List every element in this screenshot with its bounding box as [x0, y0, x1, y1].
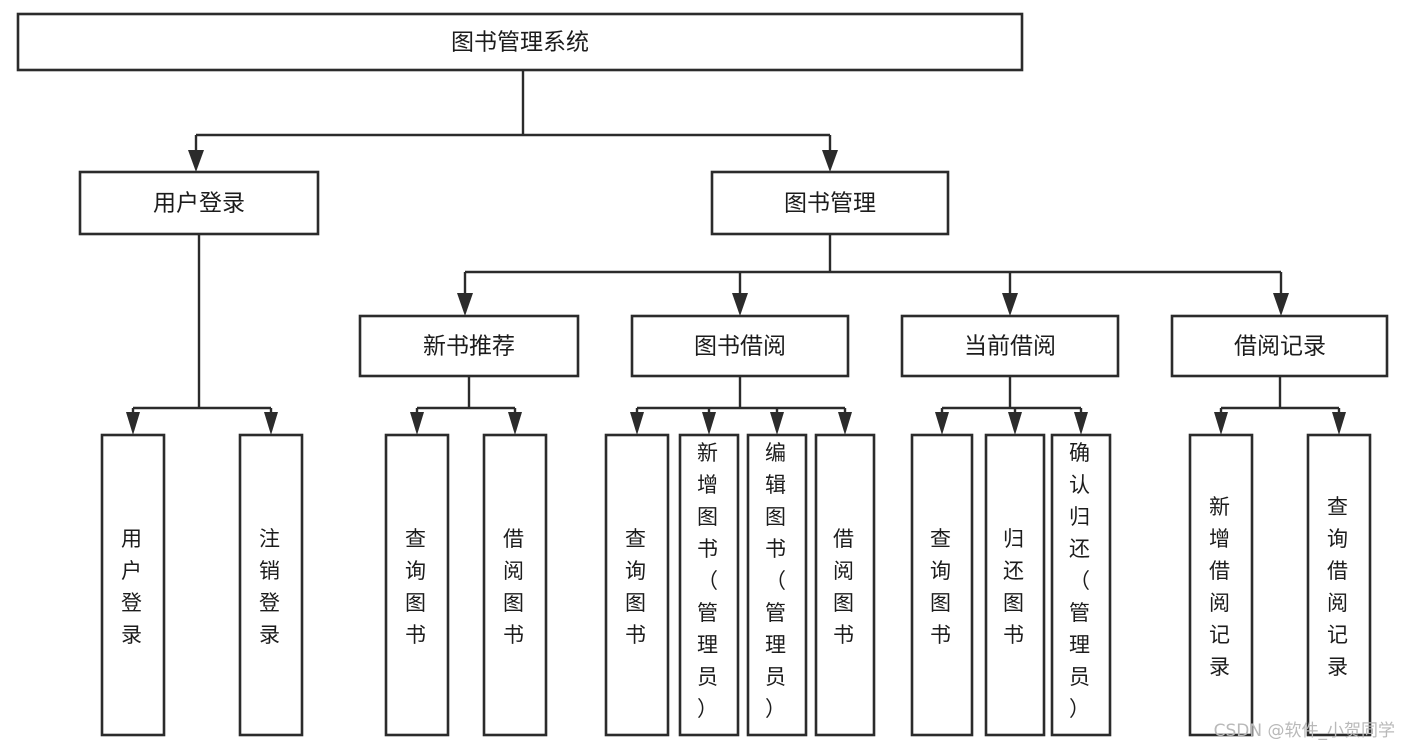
node-current-borrow-box[interactable]: [900, 314, 1120, 378]
watermark-label: CSDN @软件_小贺同学: [1213, 721, 1395, 741]
node-leaf-user-login[interactable]: 用户登录: [100, 433, 166, 737]
arrow-head-book-borrow: [732, 293, 748, 316]
node-leaf-edit-book-box[interactable]: [746, 433, 808, 737]
node-leaf-confirm-return-box[interactable]: [1050, 433, 1112, 737]
node-leaf-query-book-cb-box[interactable]: [910, 433, 974, 737]
node-leaf-user-login-label: 用户登录: [121, 527, 145, 647]
node-root[interactable]: 图书管理系统: [16, 12, 1024, 72]
node-leaf-borrow-book-bb-label: 借阅图书: [833, 527, 857, 647]
arrow-head-book-manage: [822, 150, 838, 172]
node-leaf-return-book-box[interactable]: [984, 433, 1046, 737]
arrow-head-leaf-query-borrow-record: [1332, 412, 1346, 435]
node-leaf-borrow-book-bb-box[interactable]: [814, 433, 876, 737]
node-leaf-user-login-box[interactable]: [100, 433, 166, 737]
node-leaf-add-book-label: 新增图书（管理员）: [697, 441, 721, 721]
node-leaf-logout-box[interactable]: [238, 433, 304, 737]
node-book-borrow-label: 图书借阅: [694, 334, 786, 360]
node-leaf-edit-book-label: 编辑图书（管理员）: [765, 441, 789, 721]
node-leaf-borrow-book-bb[interactable]: 借阅图书: [814, 433, 876, 737]
node-leaf-add-borrow-record-box[interactable]: [1188, 433, 1254, 737]
node-leaf-query-borrow-record-label: 查询借阅记录: [1327, 495, 1351, 679]
node-leaf-edit-book[interactable]: 编辑图书（管理员）: [746, 433, 808, 737]
node-borrow-record-label: 借阅记录: [1234, 334, 1326, 360]
node-borrow-record-box[interactable]: [1170, 314, 1389, 378]
node-leaf-query-borrow-record[interactable]: 查询借阅记录: [1306, 433, 1372, 737]
arrow-head-leaf-query-book-bb: [630, 412, 644, 435]
node-leaf-query-book-nbr-label: 查询图书: [405, 527, 429, 647]
node-book-borrow-box[interactable]: [630, 314, 850, 378]
connector-group-book-manage: [457, 234, 1289, 316]
arrow-head-user-login: [188, 150, 204, 172]
arrow-head-borrow-record: [1273, 293, 1289, 316]
arrow-head-leaf-add-book: [702, 412, 716, 435]
connector-group-root: [188, 70, 838, 172]
node-book-manage[interactable]: 图书管理: [710, 170, 950, 236]
node-book-borrow[interactable]: 图书借阅: [630, 314, 850, 378]
node-leaf-add-borrow-record[interactable]: 新增借阅记录: [1188, 433, 1254, 737]
node-user-login[interactable]: 用户登录: [78, 170, 320, 236]
node-leaf-borrow-book-nbr-box[interactable]: [482, 433, 548, 737]
node-leaf-query-book-cb[interactable]: 查询图书: [910, 433, 974, 737]
node-leaf-return-book-label: 归还图书: [1003, 527, 1027, 647]
arrow-head-leaf-query-book-nbr: [410, 412, 424, 435]
node-leaf-borrow-book-nbr-label: 借阅图书: [503, 527, 527, 647]
arrow-head-leaf-user-login: [126, 412, 140, 435]
node-leaf-query-book-bb[interactable]: 查询图书: [604, 433, 670, 737]
arrow-head-new-book-recommend: [457, 293, 473, 316]
arrow-head-leaf-edit-book: [770, 412, 784, 435]
node-leaf-confirm-return-label: 确认归还（管理员）: [1069, 441, 1093, 721]
node-leaf-confirm-return[interactable]: 确认归还（管理员）: [1050, 433, 1112, 737]
node-leaf-logout[interactable]: 注销登录: [238, 433, 304, 737]
node-current-borrow[interactable]: 当前借阅: [900, 314, 1120, 378]
node-user-login-box[interactable]: [78, 170, 320, 236]
arrow-head-leaf-return-book: [1008, 412, 1022, 435]
node-current-borrow-label: 当前借阅: [964, 334, 1056, 360]
node-new-book-recommend-label: 新书推荐: [423, 334, 515, 360]
node-leaf-query-borrow-record-box[interactable]: [1306, 433, 1372, 737]
leaf-node-group: 用户登录 注销登录 查询图书 借阅图书 查询图书 新增图书（管理员）: [100, 433, 1372, 737]
arrow-head-current-borrow: [1002, 293, 1018, 316]
node-new-book-recommend[interactable]: 新书推荐: [358, 314, 580, 378]
node-root-label: 图书管理系统: [451, 30, 589, 56]
connector-group-book-borrow: [630, 376, 852, 435]
arrow-head-leaf-borrow-book-bb: [838, 412, 852, 435]
arrow-head-leaf-add-borrow-record: [1214, 412, 1228, 435]
connector-group-current-borrow: [935, 376, 1088, 435]
node-leaf-logout-label: 注销登录: [259, 527, 283, 647]
arrow-head-leaf-query-book-cb: [935, 412, 949, 435]
node-leaf-query-book-cb-label: 查询图书: [930, 527, 954, 647]
node-borrow-record[interactable]: 借阅记录: [1170, 314, 1389, 378]
node-leaf-query-book-nbr[interactable]: 查询图书: [384, 433, 450, 737]
arrow-head-leaf-logout: [264, 412, 278, 435]
connector-group-user-login: [126, 234, 278, 435]
node-leaf-add-book[interactable]: 新增图书（管理员）: [678, 433, 740, 737]
node-leaf-query-book-nbr-box[interactable]: [384, 433, 450, 737]
arrow-head-leaf-borrow-book-nbr: [508, 412, 522, 435]
node-user-login-label: 用户登录: [153, 191, 245, 217]
node-leaf-query-book-bb-box[interactable]: [604, 433, 670, 737]
arrow-head-leaf-confirm-return: [1074, 412, 1088, 435]
node-leaf-add-book-box[interactable]: [678, 433, 740, 737]
node-leaf-add-borrow-record-label: 新增借阅记录: [1209, 495, 1233, 679]
node-leaf-borrow-book-nbr[interactable]: 借阅图书: [482, 433, 548, 737]
node-new-book-recommend-box[interactable]: [358, 314, 580, 378]
node-book-manage-box[interactable]: [710, 170, 950, 236]
node-root-box[interactable]: [16, 12, 1024, 72]
node-leaf-query-book-bb-label: 查询图书: [625, 527, 649, 647]
connector-group-borrow-record: [1214, 376, 1346, 435]
node-leaf-return-book[interactable]: 归还图书: [984, 433, 1046, 737]
connector-group-new-book-recommend: [410, 376, 522, 435]
node-book-manage-label: 图书管理: [784, 191, 876, 217]
